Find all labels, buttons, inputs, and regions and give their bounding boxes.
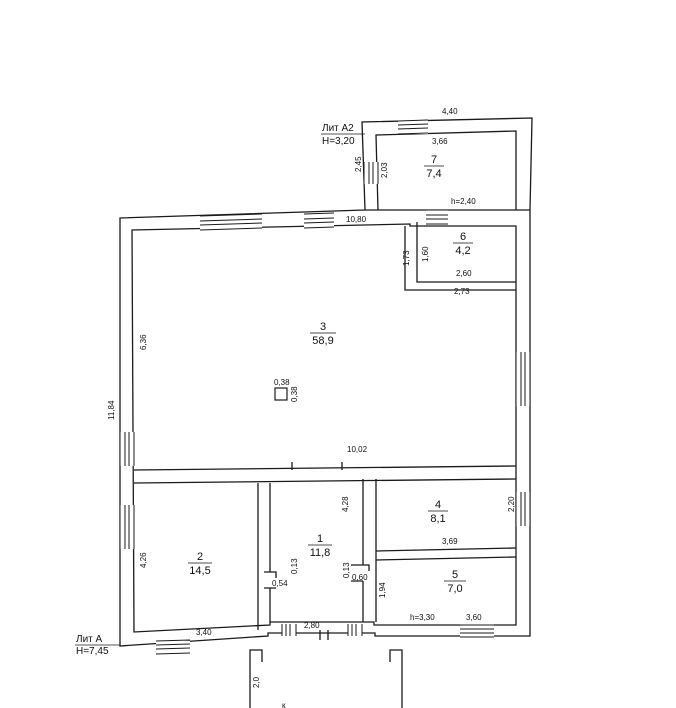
window-room4-right <box>515 492 531 526</box>
entrance-door <box>319 630 329 640</box>
wall-room6-inner <box>404 226 516 291</box>
dim-038-h: 0,38 <box>274 378 290 387</box>
wall-gap-top <box>291 462 343 470</box>
dim-160: 1,60 <box>421 246 430 262</box>
wall-room5-top <box>375 556 517 561</box>
svg-text:3: 3 <box>320 321 326 333</box>
window-room5-bottom <box>460 624 494 638</box>
svg-text:7,0: 7,0 <box>447 583 462 595</box>
window-extension-left <box>363 162 379 184</box>
svg-text:14,5: 14,5 <box>189 565 210 577</box>
room-6: 6 4,2 <box>453 231 473 257</box>
dim-366: 3,66 <box>432 137 448 146</box>
window-extension-top <box>397 119 429 135</box>
window-room1-bottom-2 <box>347 624 363 636</box>
dim-054: 0,54 <box>272 579 288 588</box>
label-porch-k: к <box>282 701 286 708</box>
dim-038-v: 0,38 <box>290 386 299 402</box>
window-room1-bottom <box>281 624 297 636</box>
dim-340: 3,40 <box>196 628 212 637</box>
svg-text:7,4: 7,4 <box>426 168 441 180</box>
dim-060: 0,60 <box>352 573 368 582</box>
room-2: 2 14,5 <box>188 551 212 577</box>
room-7: 7 7,4 <box>424 154 444 180</box>
dim-369: 3,69 <box>442 537 458 546</box>
label-h-240: h=2,40 <box>451 197 476 206</box>
svg-text:8,1: 8,1 <box>430 513 445 525</box>
label-h-a: Н=7,45 <box>76 646 109 657</box>
room-3: 3 58,9 <box>310 321 336 347</box>
dim-1184: 11,84 <box>107 400 116 420</box>
wall-room6 <box>416 222 516 283</box>
wall-room3-bottom <box>133 465 517 471</box>
room-4: 4 8,1 <box>428 499 448 525</box>
svg-text:4,2: 4,2 <box>455 245 470 257</box>
label-lit-a: Лит А <box>76 634 103 645</box>
dim-013-b: 0,13 <box>342 562 351 578</box>
wall-room3-bottom-2 <box>133 478 517 484</box>
door-jamb-right <box>351 564 370 582</box>
window-room2-left <box>119 505 135 549</box>
window-top-mid <box>303 212 335 229</box>
inner-wall-main <box>131 223 517 633</box>
svg-text:6: 6 <box>460 231 466 243</box>
svg-text:58,9: 58,9 <box>312 335 333 347</box>
svg-text:4: 4 <box>435 499 441 511</box>
dim-203: 2,03 <box>380 162 389 178</box>
window-room6-top <box>426 209 448 225</box>
dim-1002: 10,02 <box>347 445 368 454</box>
window-room3-left <box>119 432 135 466</box>
label-h-a2: Н=3,20 <box>322 136 355 147</box>
dim-260: 2,60 <box>456 269 472 278</box>
dim-440: 4,40 <box>442 107 458 116</box>
window-room2-bottom <box>155 639 191 655</box>
dim-280: 2,80 <box>304 621 320 630</box>
dim-20: 2,0 <box>252 676 261 688</box>
door-jamb-left <box>264 571 277 589</box>
dim-636: 6,36 <box>139 334 148 350</box>
wall-room4-bottom <box>375 547 517 552</box>
label-h-330: h=3,30 <box>410 613 435 622</box>
dim-013-a: 0,13 <box>290 558 299 574</box>
label-lit-a2: Лит А2 <box>322 123 354 134</box>
dim-273: 2,73 <box>454 287 470 296</box>
column <box>274 387 288 401</box>
svg-text:11,8: 11,8 <box>310 547 331 559</box>
svg-text:7: 7 <box>431 154 437 166</box>
room-1: 1 11,8 <box>308 533 332 559</box>
dim-245: 2,45 <box>354 156 363 172</box>
dim-428: 4,28 <box>341 496 350 512</box>
room-5: 5 7,0 <box>444 569 466 595</box>
svg-text:5: 5 <box>452 569 458 581</box>
dim-194: 1,94 <box>378 582 387 598</box>
svg-text:2: 2 <box>197 551 203 563</box>
dim-1080: 10,80 <box>346 215 367 224</box>
dim-426: 4,26 <box>139 552 148 568</box>
window-top-left <box>199 213 263 231</box>
svg-text:1: 1 <box>317 533 323 545</box>
window-room3-right <box>515 352 531 406</box>
porch-outline <box>249 649 403 708</box>
dim-220: 2,20 <box>507 496 516 512</box>
dim-173: 1,73 <box>402 250 411 266</box>
dim-360: 3,60 <box>466 613 482 622</box>
